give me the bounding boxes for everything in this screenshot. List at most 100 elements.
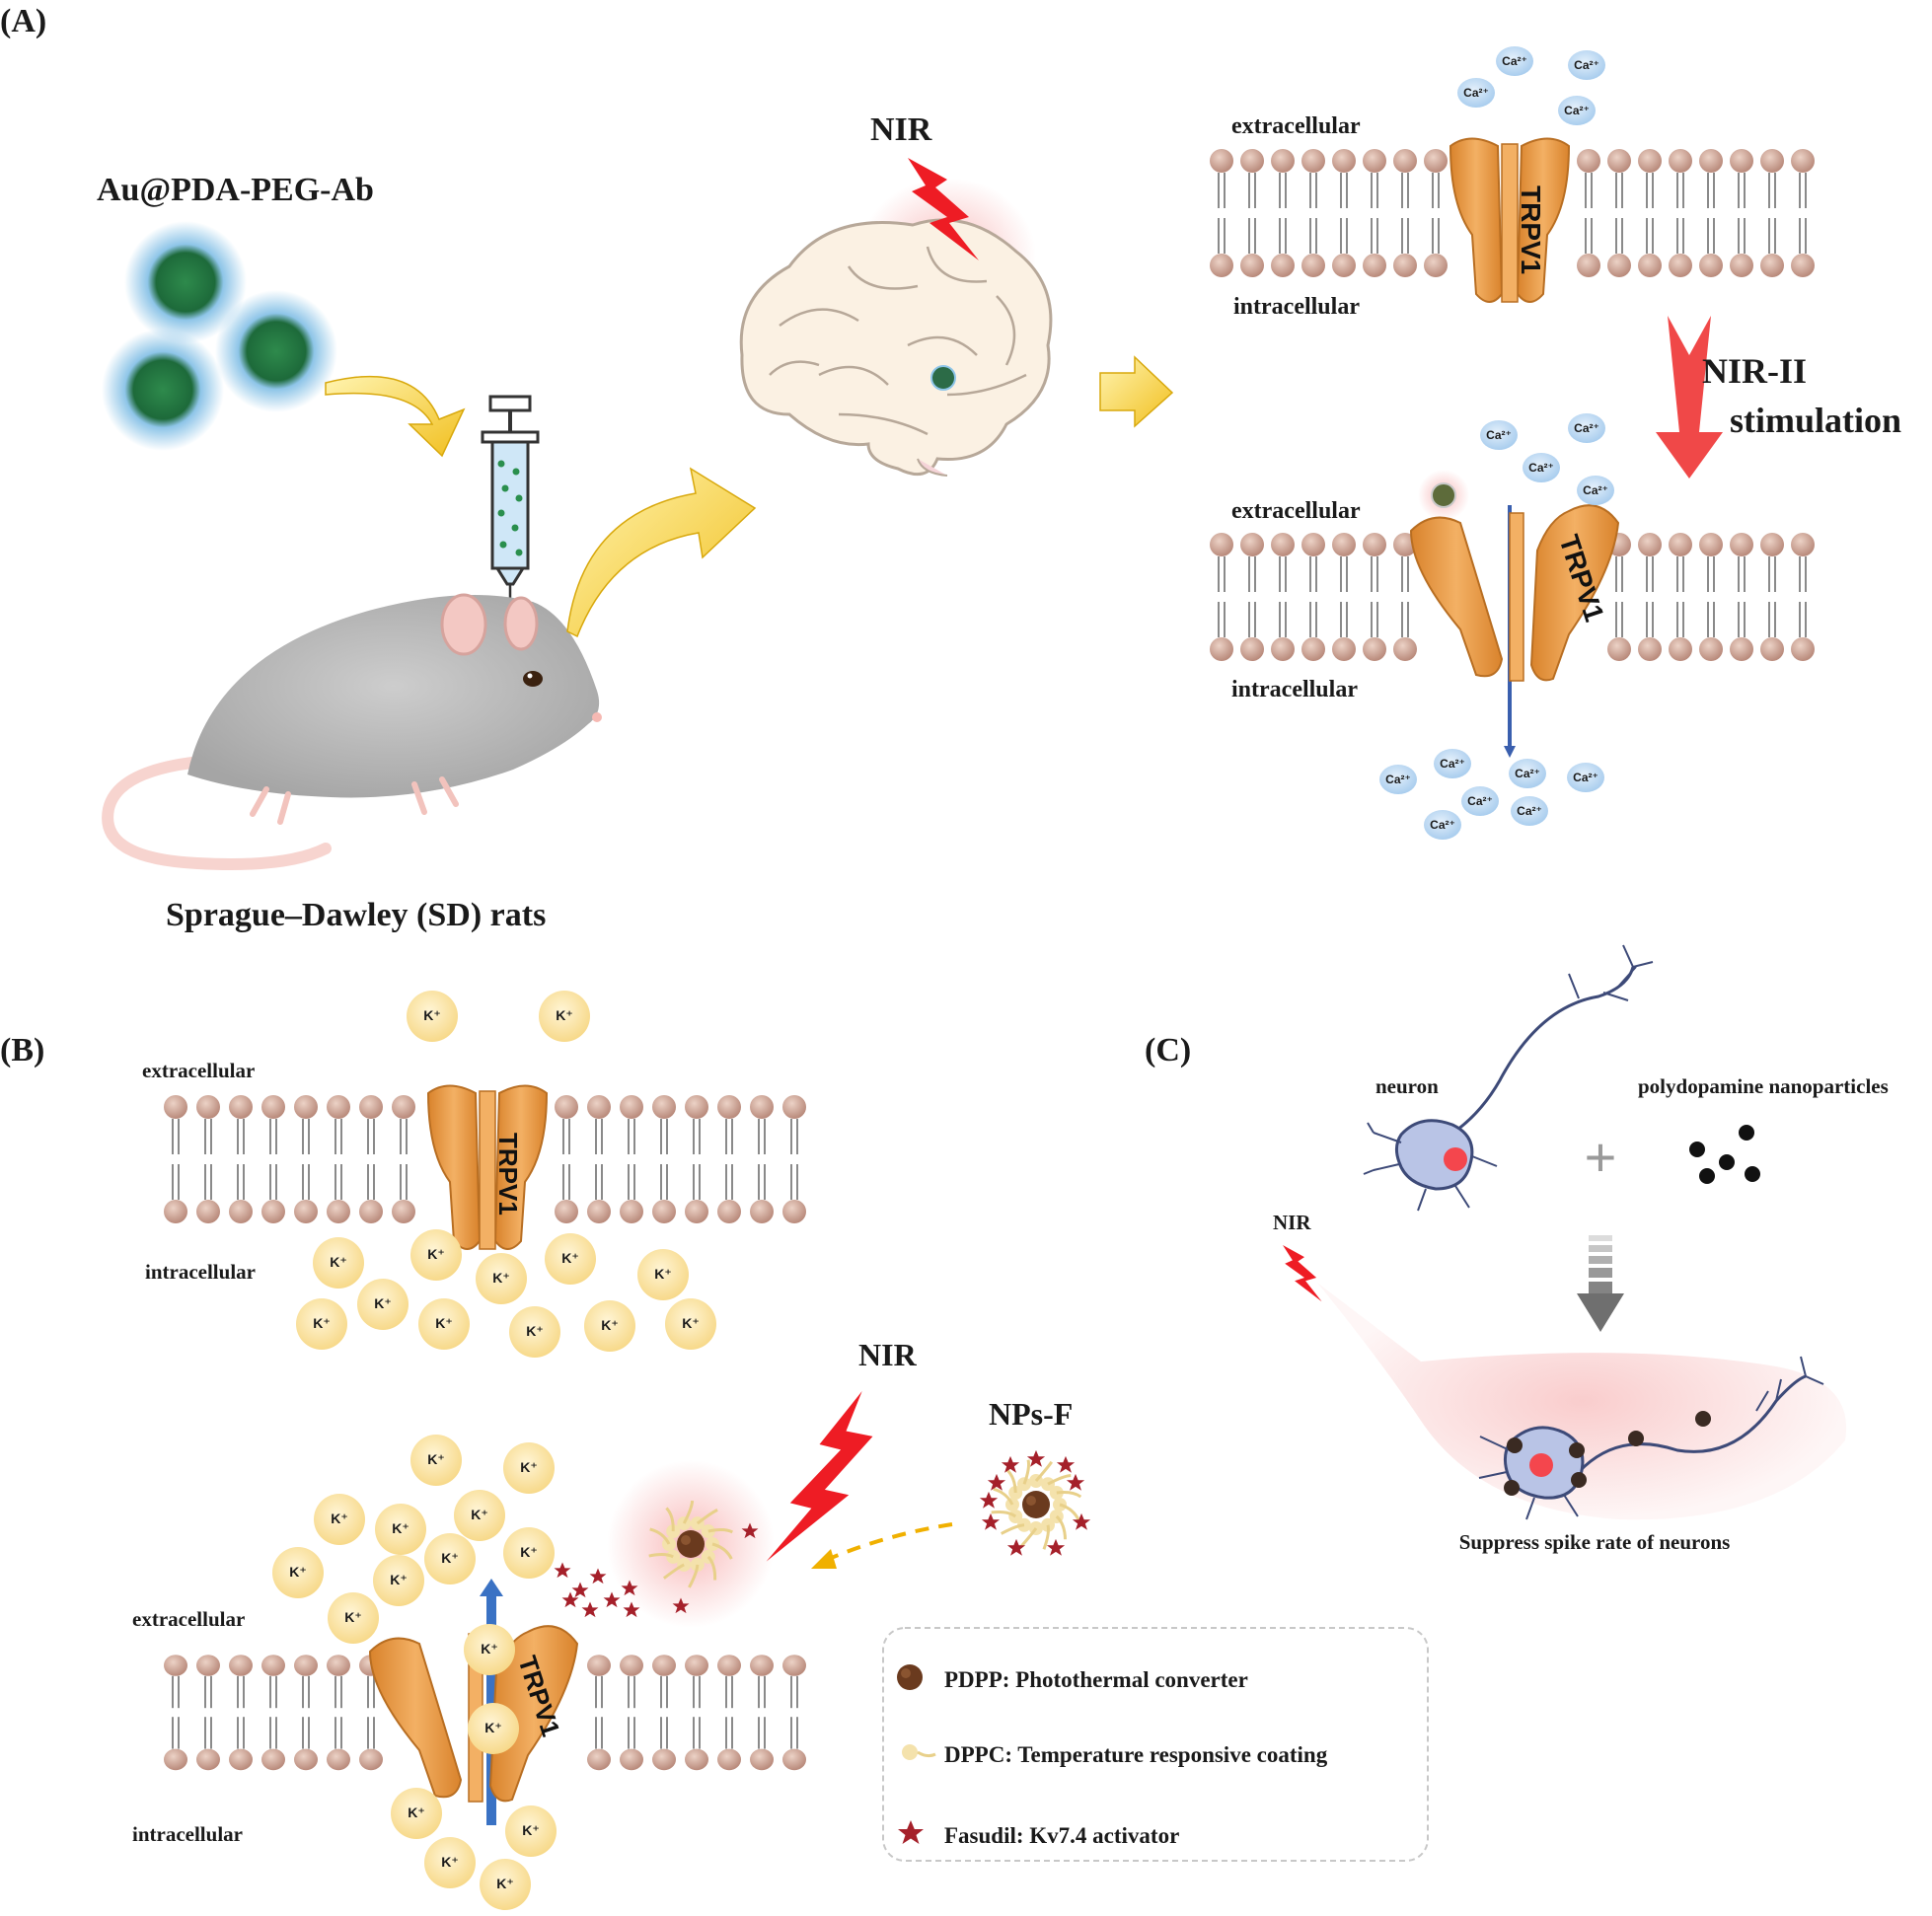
lipid-unit — [1362, 532, 1387, 662]
gold-nanoparticle — [1431, 482, 1456, 508]
svg-text:Ca²⁺: Ca²⁺ — [1583, 483, 1608, 497]
ca-ion: Ca²⁺ — [1461, 786, 1499, 816]
k-ion: K⁺ — [468, 1703, 519, 1754]
k-efflux-arrowhead — [480, 1579, 503, 1596]
svg-text:Ca²⁺: Ca²⁺ — [1486, 428, 1512, 442]
panel-a-label: (A) — [0, 3, 46, 39]
dppc-tail — [1034, 1460, 1054, 1482]
svg-text:K⁺: K⁺ — [556, 1007, 573, 1023]
fasudil-star — [623, 1601, 640, 1618]
dppc-tail — [993, 1487, 1014, 1506]
rat-illustration — [102, 593, 602, 870]
lipid-unit — [1759, 532, 1785, 662]
extracellular-label-a1: extracellular — [1231, 113, 1361, 139]
lipid-unit — [1300, 532, 1326, 662]
syringe-icon — [481, 395, 540, 641]
dppc-tail — [696, 1508, 718, 1525]
dppc-tail — [1047, 1473, 1072, 1486]
svg-text:Ca²⁺: Ca²⁺ — [1574, 421, 1599, 435]
dppc-head — [666, 1524, 681, 1539]
lipid-unit — [1637, 532, 1663, 662]
lipid-unit — [1606, 148, 1632, 278]
ca-ion: Ca²⁺ — [1496, 46, 1533, 76]
lipid-unit — [684, 1094, 709, 1224]
fasudil-star — [603, 1591, 621, 1608]
fasudil-star — [672, 1597, 690, 1614]
lipid-unit — [1698, 532, 1724, 662]
ca-ion: Ca²⁺ — [1511, 796, 1548, 826]
lipid-unit — [195, 1094, 221, 1224]
k-ion: K⁺ — [464, 1624, 515, 1675]
ca-ion: Ca²⁺ — [1480, 420, 1518, 450]
svg-text:K⁺: K⁺ — [520, 1459, 538, 1475]
released-nanoparticle — [648, 1500, 734, 1588]
k-ion: K⁺ — [373, 1555, 424, 1606]
ca-ion: Ca²⁺ — [1457, 78, 1495, 108]
fasudil-star — [1006, 1538, 1026, 1556]
svg-text:K⁺: K⁺ — [390, 1572, 408, 1587]
dppc-tail — [1022, 1459, 1031, 1485]
lipid-unit — [326, 1094, 351, 1224]
lipid-unit — [1239, 148, 1265, 278]
k-ion: K⁺ — [272, 1547, 324, 1598]
lipid-unit — [260, 1094, 286, 1224]
lipid-unit — [651, 1654, 677, 1772]
lipid-unit — [554, 1094, 579, 1224]
legend-box — [882, 1627, 1429, 1862]
svg-text:K⁺: K⁺ — [435, 1315, 453, 1331]
svg-text:K⁺: K⁺ — [313, 1315, 331, 1331]
lipid-unit — [163, 1094, 188, 1224]
svg-text:K⁺: K⁺ — [427, 1246, 445, 1262]
dppc-tail — [1055, 1514, 1068, 1540]
svg-text:K⁺: K⁺ — [344, 1609, 362, 1625]
lipid-unit — [1270, 532, 1296, 662]
panel-a: (A) Au@PDA-PEG-Ab — [0, 3, 1901, 933]
legend-item-fasudil: Fasudil: Kv7.4 activator — [944, 1823, 1179, 1848]
lipid-unit — [1759, 148, 1785, 278]
lipid-unit — [228, 1654, 254, 1772]
lipid-unit — [1698, 148, 1724, 278]
k-ion: K⁺ — [509, 1306, 560, 1358]
extracellular-label-a2: extracellular — [1231, 498, 1361, 524]
svg-text:K⁺: K⁺ — [522, 1822, 540, 1838]
lipid-unit — [260, 1654, 286, 1772]
lipid-unit — [293, 1654, 319, 1772]
dppc-tail — [688, 1564, 700, 1588]
lipid-unit — [195, 1654, 221, 1772]
k-ion: K⁺ — [503, 1527, 555, 1579]
lipid-unit — [1423, 148, 1449, 278]
dppc-tail — [1056, 1491, 1082, 1499]
fasudil-star — [554, 1562, 571, 1579]
svg-text:K⁺: K⁺ — [481, 1641, 498, 1657]
svg-text:K⁺: K⁺ — [601, 1317, 619, 1333]
k-ion: K⁺ — [357, 1279, 409, 1330]
result-caption: Suppress spike rate of neurons — [1459, 1530, 1731, 1554]
plus-icon: + — [1585, 1126, 1617, 1188]
lipid-unit — [1209, 532, 1234, 662]
lipid-unit — [1362, 148, 1387, 278]
svg-text:K⁺: K⁺ — [330, 1254, 347, 1270]
curved-arrow-to-syringe — [325, 375, 466, 458]
lipid-unit — [781, 1094, 807, 1224]
fasudil-star — [561, 1591, 579, 1608]
dppc-tail — [706, 1555, 717, 1581]
fasudil-star — [571, 1582, 589, 1598]
panel-b-label: (B) — [0, 1032, 44, 1069]
svg-text:Ca²⁺: Ca²⁺ — [1440, 757, 1465, 771]
k-ion: K⁺ — [505, 1805, 557, 1857]
ions-layer: Ca²⁺Ca²⁺Ca²⁺Ca²⁺Ca²⁺Ca²⁺Ca²⁺Ca²⁺Ca²⁺Ca²⁺… — [272, 46, 1614, 1910]
nir-ii-arrow-icon — [1656, 316, 1723, 479]
svg-text:K⁺: K⁺ — [392, 1520, 409, 1536]
polydopamine-label: polydopamine nanoparticles — [1638, 1074, 1889, 1098]
k-ion: K⁺ — [313, 1237, 364, 1289]
ca-ion: Ca²⁺ — [1379, 765, 1417, 794]
dppc-tail — [991, 1510, 1017, 1518]
lipid-unit — [749, 1094, 775, 1224]
svg-text:Ca²⁺: Ca²⁺ — [1517, 804, 1542, 818]
lipid-unit — [1331, 148, 1357, 278]
svg-text:Ca²⁺: Ca²⁺ — [1573, 771, 1598, 784]
dppc-tail — [682, 1500, 695, 1524]
gray-down-arrow — [1577, 1235, 1624, 1332]
lipid-unit — [391, 1094, 416, 1224]
